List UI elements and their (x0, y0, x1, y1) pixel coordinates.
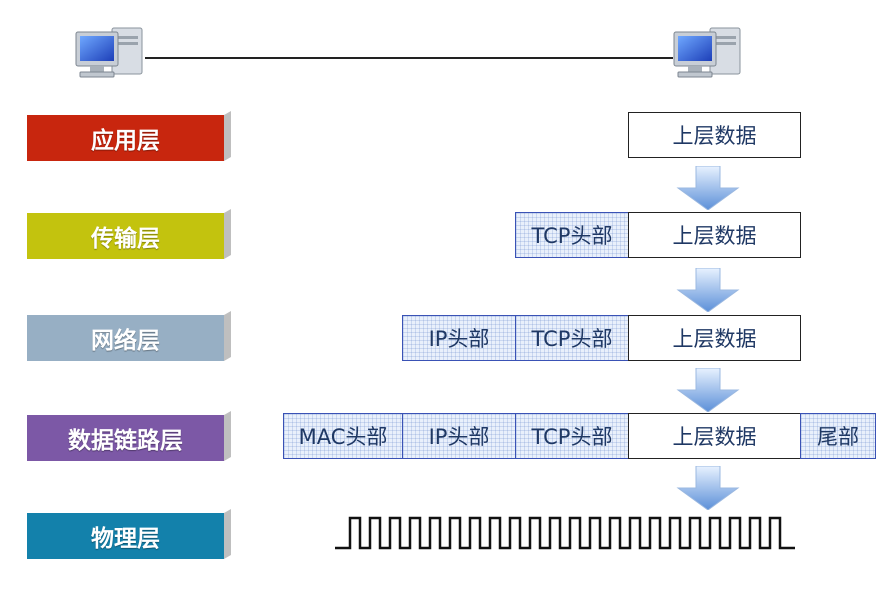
right-computer-icon (673, 27, 741, 78)
signal-waveform (335, 516, 795, 550)
tcp-header-box: TCP头部 (515, 212, 629, 258)
layer-label: 网络层 (91, 328, 160, 354)
upper-data-box: 上层数据 (628, 315, 801, 361)
layer-application: 应用层 (27, 115, 224, 161)
down-arrow-icon (676, 368, 740, 412)
layer-physical: 物理层 (27, 513, 224, 559)
layer-network: 网络层 (27, 315, 224, 361)
layer-label: 传输层 (91, 226, 160, 252)
mac-header-box: MAC头部 (283, 413, 403, 459)
layer-label: 物理层 (91, 526, 160, 552)
upper-data-box: 上层数据 (628, 112, 801, 158)
ip-header-box: IP头部 (402, 413, 516, 459)
tcp-header-box: TCP头部 (515, 315, 629, 361)
down-arrow-icon (676, 268, 740, 312)
layer-label: 数据链路层 (68, 428, 183, 454)
upper-data-box: 上层数据 (628, 212, 801, 258)
layer-transport: 传输层 (27, 213, 224, 259)
layer-label: 应用层 (91, 128, 160, 154)
left-computer-icon (75, 27, 143, 78)
down-arrow-icon (676, 466, 740, 510)
upper-data-box: 上层数据 (628, 413, 801, 459)
down-arrow-icon (676, 166, 740, 210)
ip-header-box: IP头部 (402, 315, 516, 361)
tcp-header-box: TCP头部 (515, 413, 629, 459)
layer-data-link: 数据链路层 (27, 415, 224, 461)
trailer-box: 尾部 (800, 413, 876, 459)
network-link-line (145, 57, 673, 59)
